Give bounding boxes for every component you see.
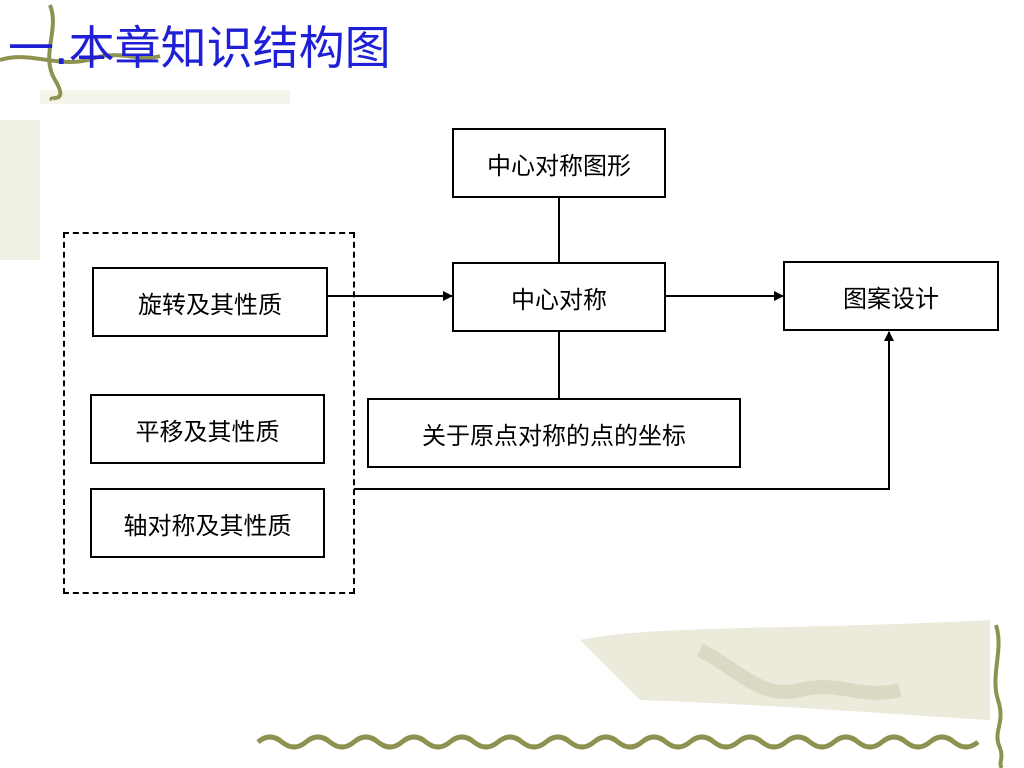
slide-title: 一.本章知识结构图 xyxy=(8,21,391,75)
vine-top-left-vertical xyxy=(47,4,63,102)
node-pattern-design: 图案设计 xyxy=(783,261,999,331)
node-origin-symmetric-coordinates: 关于原点对称的点的坐标 xyxy=(367,398,741,468)
faded-leaf-stroke xyxy=(696,643,902,700)
node-axial-symmetry-properties: 轴对称及其性质 xyxy=(90,488,325,558)
node-center-symmetric-figure: 中心对称图形 xyxy=(452,128,666,198)
node-translation-properties: 平移及其性质 xyxy=(90,394,325,464)
node-rotation-properties: 旋转及其性质 xyxy=(92,267,328,337)
vine-top-left-horizontal xyxy=(0,53,161,64)
node-central-symmetry: 中心对称 xyxy=(452,262,666,332)
faded-leaf-patch-left xyxy=(0,120,40,260)
transformations-group-box xyxy=(63,232,355,594)
vine-bottom-wavy xyxy=(256,734,980,750)
faded-stripe-top xyxy=(40,90,290,104)
arrow-group-to-pattern xyxy=(354,331,894,490)
vine-right-vertical xyxy=(993,624,1004,768)
